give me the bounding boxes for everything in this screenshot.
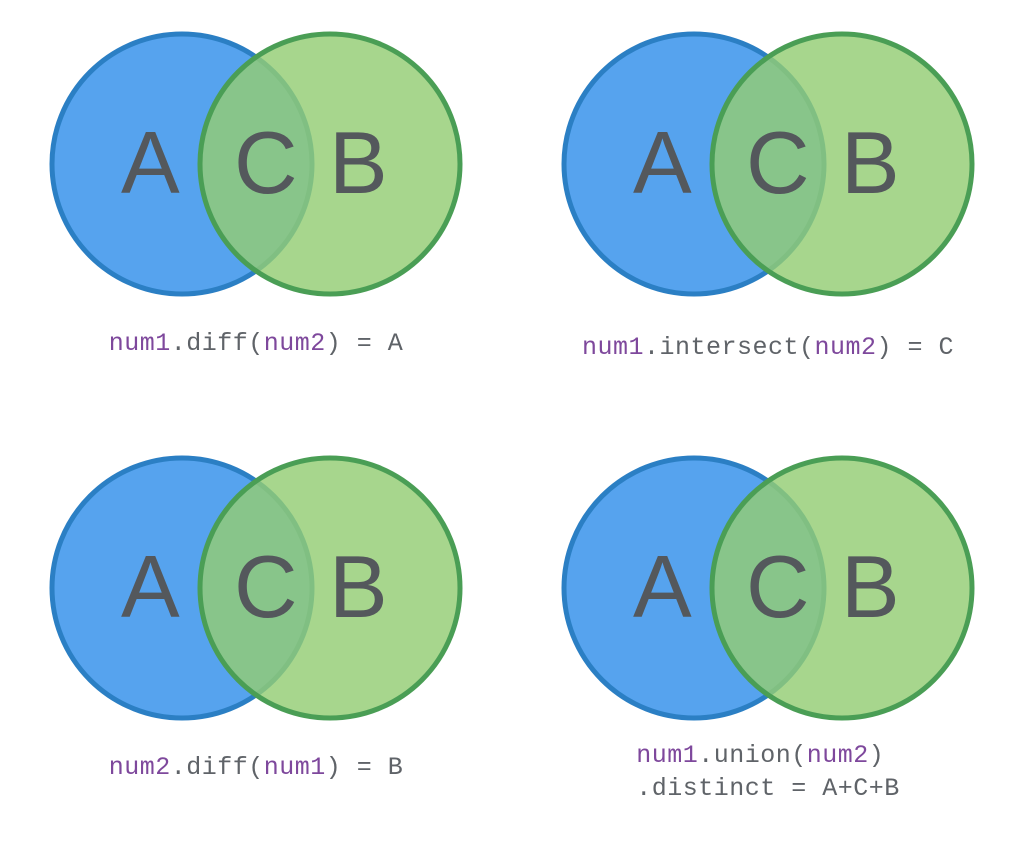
caption-line: num1.intersect(num2) = C [582,331,954,364]
panel-difference-num2-num1: A C B num2.diff(num1) = B [0,424,512,849]
code-identifier: num1 [636,741,699,770]
code-identifier: num2 [263,329,326,358]
caption-line: .distinct = A+C+B [636,772,900,805]
code-text: ) = B [325,753,404,782]
code-identifier: num2 [806,741,869,770]
venn-label-b: B [329,537,388,636]
code-text: .diff( [170,753,264,782]
venn-diagram: A C B [561,31,975,297]
venn-label-c: C [746,537,810,636]
venn-label-c: C [234,537,298,636]
venn-svg [49,455,463,721]
venn-label-a: A [121,537,180,636]
venn-diagram: A C B [49,455,463,721]
venn-label-a: A [633,537,692,636]
venn-diagram: A C B [49,31,463,297]
panel-caption: num1.union(num2).distinct = A+C+B [636,739,900,805]
caption-line: num1.union(num2) [636,739,900,772]
code-identifier: num1 [581,333,644,362]
venn-label-c: C [234,113,298,212]
venn-label-b: B [841,113,900,212]
venn-label-b: B [329,113,388,212]
code-text: ) [868,741,885,770]
venn-label-c: C [746,113,810,212]
circle-set-b [709,31,975,297]
venn-label-a: A [121,113,180,212]
code-text: .intersect( [643,333,815,362]
code-identifier: num1 [108,329,171,358]
caption-line: num1.diff(num2) = A [109,327,404,360]
venn-diagram: A C B [561,455,975,721]
panel-union-distinct: A C B num1.union(num2).distinct = A+C+B [512,424,1024,849]
venn-label-a: A [633,113,692,212]
venn-svg [561,455,975,721]
panel-caption: num1.intersect(num2) = C [582,331,954,364]
code-text: ) = C [876,333,955,362]
panel-intersect-num1-num2: A C B num1.intersect(num2) = C [512,0,1024,424]
panel-caption: num2.diff(num1) = B [109,751,404,784]
venn-svg [49,31,463,297]
caption-line: num2.diff(num1) = B [109,751,404,784]
panel-caption: num1.diff(num2) = A [109,327,404,360]
code-identifier: num2 [814,333,877,362]
code-identifier: num2 [108,753,171,782]
venn-svg [561,31,975,297]
code-text: .distinct = A+C+B [636,774,900,803]
code-text: .union( [698,741,807,770]
venn-label-b: B [841,537,900,636]
circle-set-b [197,455,463,721]
code-text: ) = A [325,329,404,358]
panel-difference-num1-num2: A C B num1.diff(num2) = A [0,0,512,424]
circle-set-b [709,455,975,721]
code-text: .diff( [170,329,264,358]
circle-set-b [197,31,463,297]
code-identifier: num1 [263,753,326,782]
